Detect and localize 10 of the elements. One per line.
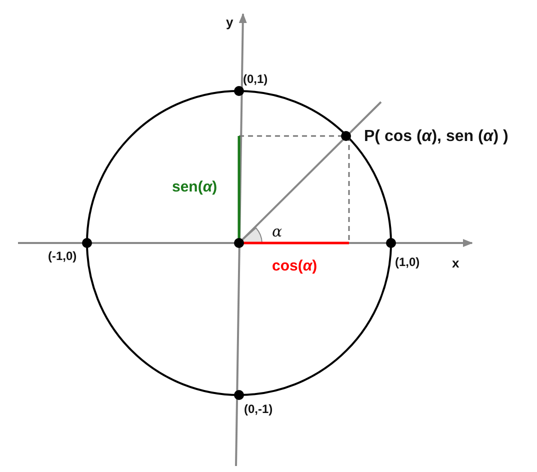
point-label: (0,1) <box>243 73 268 85</box>
point-label: P( cos (α), sen (α) ) <box>364 129 508 145</box>
sine-label: sen(α) <box>172 180 218 194</box>
cosine-label: cos(α) <box>272 258 318 274</box>
axis-label: y <box>226 16 234 28</box>
point-label: (0,-1) <box>244 403 273 415</box>
axis-label: x <box>452 256 460 270</box>
point-label: (-1,0) <box>48 250 77 262</box>
point-label: (1,0) <box>395 256 420 268</box>
angle-label: α <box>272 224 282 240</box>
